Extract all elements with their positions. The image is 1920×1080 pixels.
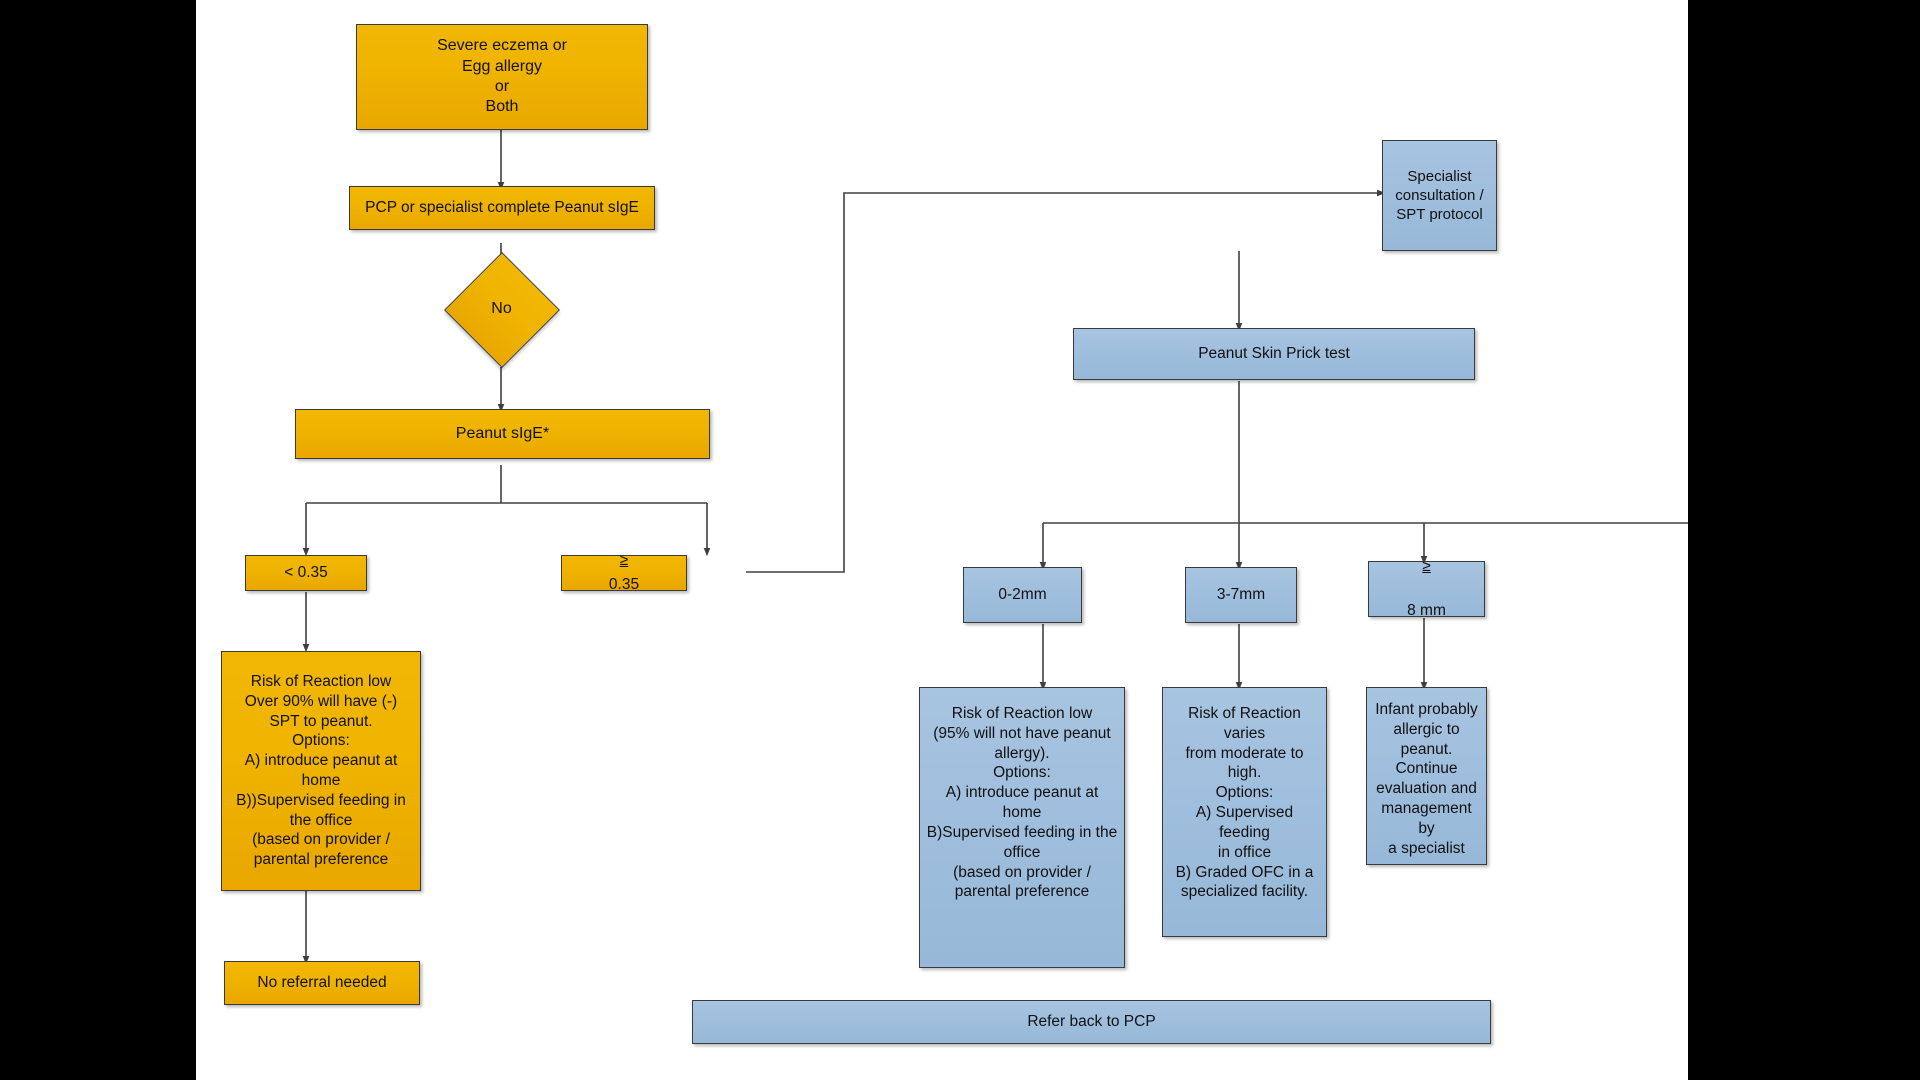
node-no-referral-needed[interactable]: No referral needed — [224, 961, 420, 1005]
node-spt-gte-8mm[interactable]: ≥ 8 mm — [1368, 558, 1485, 619]
node-low-risk-blue-label: Risk of Reaction low (95% will not have … — [926, 705, 1118, 901]
node-spt-3-7mm-label: 3-7mm — [1216, 586, 1266, 604]
node-sige-gte-035[interactable]: ≥ 0.35 — [561, 552, 687, 593]
node-pcp-complete-sige-label: PCP or specialist complete Peanut sIgE — [365, 199, 639, 217]
node-spt-gte-8mm-prefix: ≥ — [1422, 558, 1431, 576]
node-pcp-complete-sige[interactable]: PCP or specialist complete Peanut sIgE — [349, 186, 655, 230]
node-sige-lt-035-label: < 0.35 — [284, 564, 328, 582]
node-moderate-high-risk[interactable]: Risk of Reaction varies from moderate to… — [1162, 687, 1327, 937]
node-low-risk-yellow[interactable]: Risk of Reaction low Over 90% will have … — [221, 651, 421, 891]
node-probably-allergic[interactable]: Infant probably allergic to peanut. Cont… — [1366, 687, 1487, 865]
node-peanut-skin-prick[interactable]: Peanut Skin Prick test — [1073, 328, 1475, 380]
node-refer-back-to-pcp-label: Refer back to PCP — [1027, 1013, 1156, 1031]
node-no-decision-label: No — [491, 300, 512, 317]
node-spt-gte-8mm-label: 8 mm — [1407, 601, 1446, 619]
node-sige-gte-035-prefix: ≥ — [619, 552, 629, 570]
node-severe-eczema[interactable]: Severe eczema or Egg allergy or Both — [356, 24, 648, 130]
node-sige-gte-035-label: 0.35 — [608, 576, 640, 593]
node-specialist-consult[interactable]: Specialist consultation / SPT protocol — [1382, 140, 1497, 251]
node-specialist-consult-label: Specialist consultation / SPT protocol — [1395, 167, 1484, 224]
node-sige-lt-035[interactable]: < 0.35 — [245, 555, 367, 591]
node-refer-back-to-pcp[interactable]: Refer back to PCP — [692, 1000, 1491, 1044]
flowchart-canvas: Severe eczema or Egg allergy or Both PCP… — [196, 0, 1688, 1080]
node-probably-allergic-label: Infant probably allergic to peanut. Cont… — [1375, 701, 1478, 857]
node-low-risk-blue[interactable]: Risk of Reaction low (95% will not have … — [919, 687, 1125, 968]
node-peanut-sige-label: Peanut sIgE* — [455, 424, 550, 442]
node-no-referral-needed-label: No referral needed — [257, 974, 387, 992]
node-low-risk-yellow-label: Risk of Reaction low Over 90% will have … — [236, 672, 406, 869]
node-moderate-high-risk-label: Risk of Reaction varies from moderate to… — [1175, 705, 1314, 901]
node-spt-3-7mm[interactable]: 3-7mm — [1185, 567, 1297, 623]
node-spt-0-2mm[interactable]: 0-2mm — [963, 567, 1082, 623]
node-severe-eczema-label: Severe eczema or Egg allergy or Both — [437, 37, 567, 116]
node-peanut-sige[interactable]: Peanut sIgE* — [295, 409, 710, 459]
edge-gte-to-specialist — [746, 189, 1386, 573]
node-peanut-skin-prick-label: Peanut Skin Prick test — [1198, 345, 1350, 363]
node-spt-0-2mm-label: 0-2mm — [998, 586, 1047, 604]
node-no-decision[interactable]: No — [444, 252, 560, 368]
